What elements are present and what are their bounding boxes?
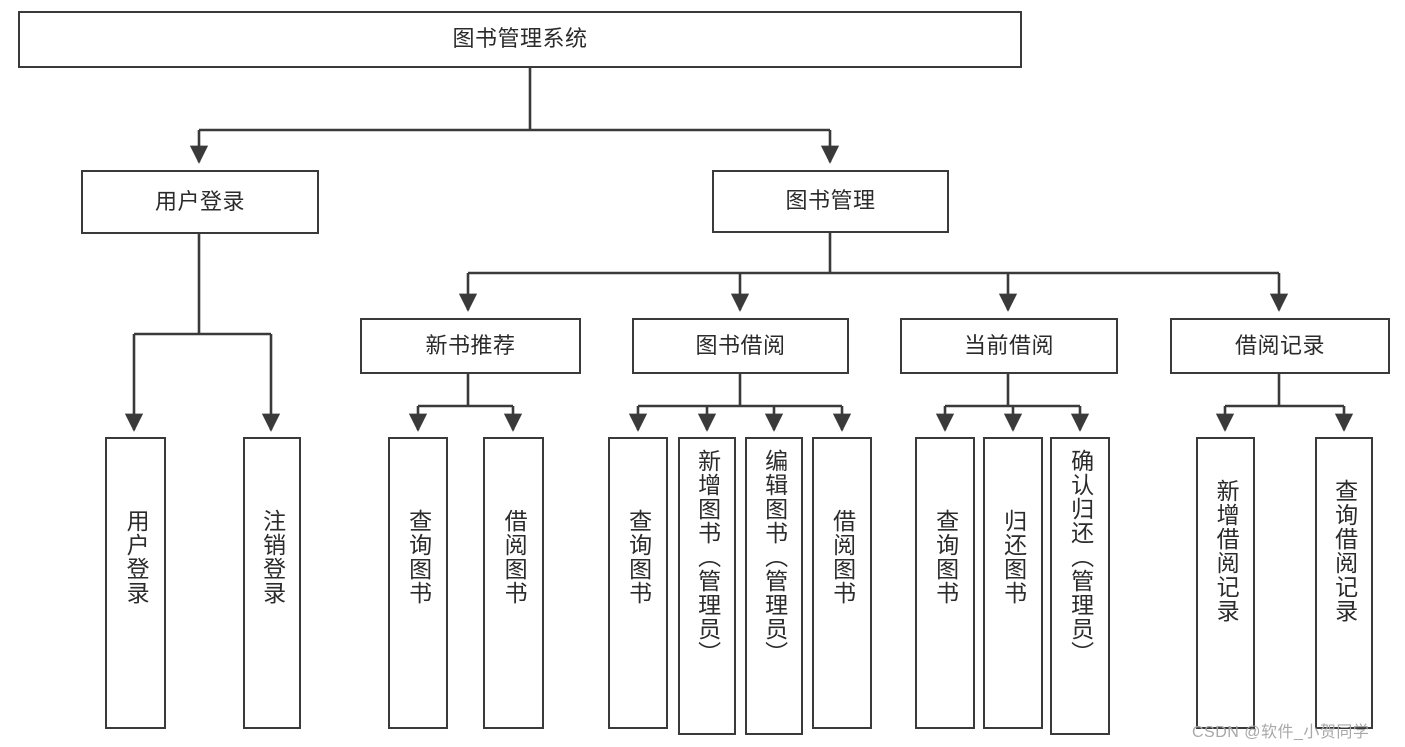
- node-level3-0[interactable]: 新书推荐: [360, 318, 581, 374]
- node-leaf-1[interactable]: 注销登录: [243, 437, 301, 729]
- node-label: 借阅图书: [501, 509, 528, 605]
- csdn-watermark: CSDN @软件_小贺同学: [1192, 724, 1370, 741]
- node-label: 借阅记录: [1234, 332, 1325, 358]
- node-label: 新增图书（管理员）: [694, 449, 721, 665]
- node-label: 注销登录: [259, 509, 286, 605]
- node-label: 图书借阅: [695, 332, 786, 358]
- node-leaf-8[interactable]: 查询图书: [915, 437, 975, 729]
- node-label: 新增借阅记录: [1213, 479, 1240, 623]
- node-label: 查询图书: [932, 509, 959, 605]
- node-leaf-5[interactable]: 新增图书（管理员）: [678, 437, 736, 735]
- node-leaf-7[interactable]: 借阅图书: [812, 437, 872, 729]
- node-leaf-6[interactable]: 编辑图书（管理员）: [745, 437, 803, 735]
- node-level2-1[interactable]: 图书管理: [712, 170, 949, 233]
- node-label: 确认归还（管理员）: [1067, 449, 1094, 665]
- node-label: 查询借阅记录: [1331, 479, 1358, 623]
- node-label: 新书推荐: [425, 332, 516, 358]
- node-label: 用户登录: [123, 509, 150, 605]
- node-label: 图书管理: [785, 188, 876, 214]
- node-leaf-12[interactable]: 查询借阅记录: [1315, 437, 1373, 729]
- node-label: 编辑图书（管理员）: [761, 449, 788, 665]
- node-label: 查询图书: [625, 509, 652, 605]
- node-label: 归还图书: [1000, 509, 1027, 605]
- node-root-system[interactable]: 图书管理系统: [18, 11, 1022, 68]
- node-leaf-9[interactable]: 归还图书: [983, 437, 1043, 729]
- node-label: 图书管理系统: [452, 26, 588, 52]
- node-leaf-0[interactable]: 用户登录: [105, 437, 166, 729]
- node-level2-0[interactable]: 用户登录: [81, 170, 319, 234]
- node-label: 当前借阅: [963, 332, 1054, 358]
- node-level3-2[interactable]: 当前借阅: [900, 318, 1118, 374]
- node-leaf-4[interactable]: 查询图书: [608, 437, 668, 729]
- node-label: 用户登录: [154, 188, 245, 214]
- node-label: 借阅图书: [829, 509, 856, 605]
- node-leaf-3[interactable]: 借阅图书: [483, 437, 544, 729]
- node-leaf-10[interactable]: 确认归还（管理员）: [1050, 437, 1110, 735]
- node-label: 查询图书: [405, 509, 432, 605]
- node-leaf-11[interactable]: 新增借阅记录: [1196, 437, 1255, 729]
- node-level3-3[interactable]: 借阅记录: [1170, 318, 1390, 374]
- node-leaf-2[interactable]: 查询图书: [388, 437, 448, 729]
- node-level3-1[interactable]: 图书借阅: [632, 318, 849, 374]
